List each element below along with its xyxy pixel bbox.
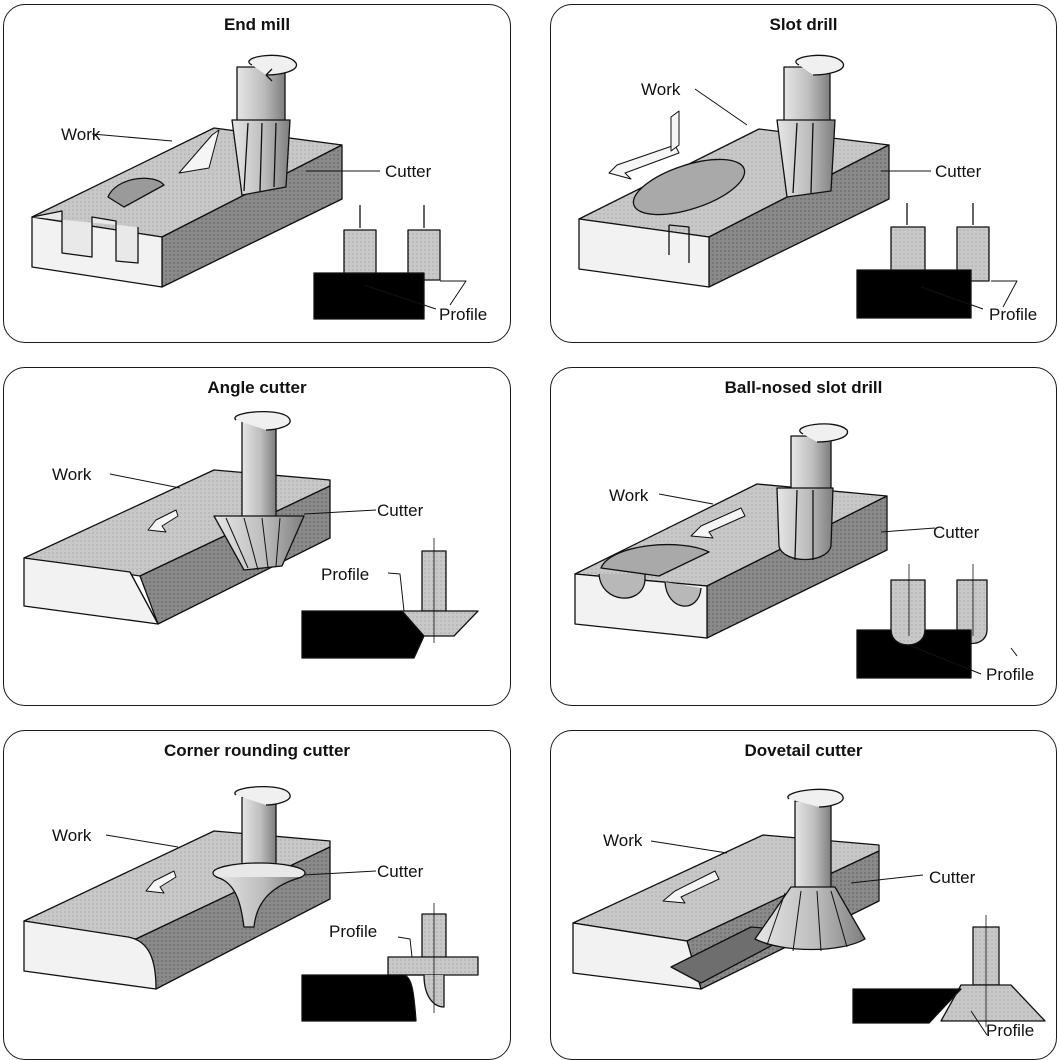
profile-label: Profile <box>439 305 488 324</box>
dovetail-cutter-panel: Dovetail cutter Work Cutter Profile <box>550 730 1057 1060</box>
cutter-label: Cutter <box>929 868 976 887</box>
panel-title: Ball-nosed slot drill <box>724 378 883 397</box>
angle-cutter-panel: Angle cutter Work Cutter Profile <box>3 367 511 706</box>
slot-drill-panel: Slot drill Work Cutter Profile <box>550 4 1057 343</box>
panel-title: Dovetail cutter <box>744 741 863 760</box>
profile-label: Profile <box>329 922 378 941</box>
work-label: Work <box>52 465 92 484</box>
profile-label: Profile <box>989 305 1038 324</box>
work-label: Work <box>641 80 681 99</box>
cutter-label: Cutter <box>935 162 982 181</box>
cutter-label: Cutter <box>933 523 980 542</box>
work-label: Work <box>609 486 649 505</box>
profile-label: Profile <box>986 1021 1035 1040</box>
corner-rounding-cutter-illustration <box>23 785 479 1022</box>
end-mill-illustration <box>31 54 467 320</box>
panel-title: Angle cutter <box>207 378 307 397</box>
work-label: Work <box>52 826 92 845</box>
cutter-label: Cutter <box>385 162 432 181</box>
cutter-label: Cutter <box>377 862 424 881</box>
work-label: Work <box>603 831 643 850</box>
profile-label: Profile <box>321 565 370 584</box>
profile-label: Profile <box>986 665 1035 684</box>
ball-nosed-slot-drill-panel: Ball-nosed slot drill Work Cutter Profil… <box>550 367 1057 706</box>
slot-drill-illustration <box>578 54 1018 319</box>
angle-cutter-illustration <box>23 410 479 659</box>
panel-title: End mill <box>223 15 291 34</box>
end-mill-panel: End mill Work Cutter Profile <box>3 4 511 343</box>
panel-title: Corner rounding cutter <box>163 741 351 760</box>
ball-nosed-slot-drill-illustration <box>574 423 1018 679</box>
dovetail-cutter-illustration <box>572 788 1046 1036</box>
cutter-label: Cutter <box>377 501 424 520</box>
corner-rounding-cutter-panel: Corner rounding cutter Work Cutter Profi… <box>3 730 511 1060</box>
panel-title: Slot drill <box>769 15 838 34</box>
work-label: Work <box>61 125 101 144</box>
